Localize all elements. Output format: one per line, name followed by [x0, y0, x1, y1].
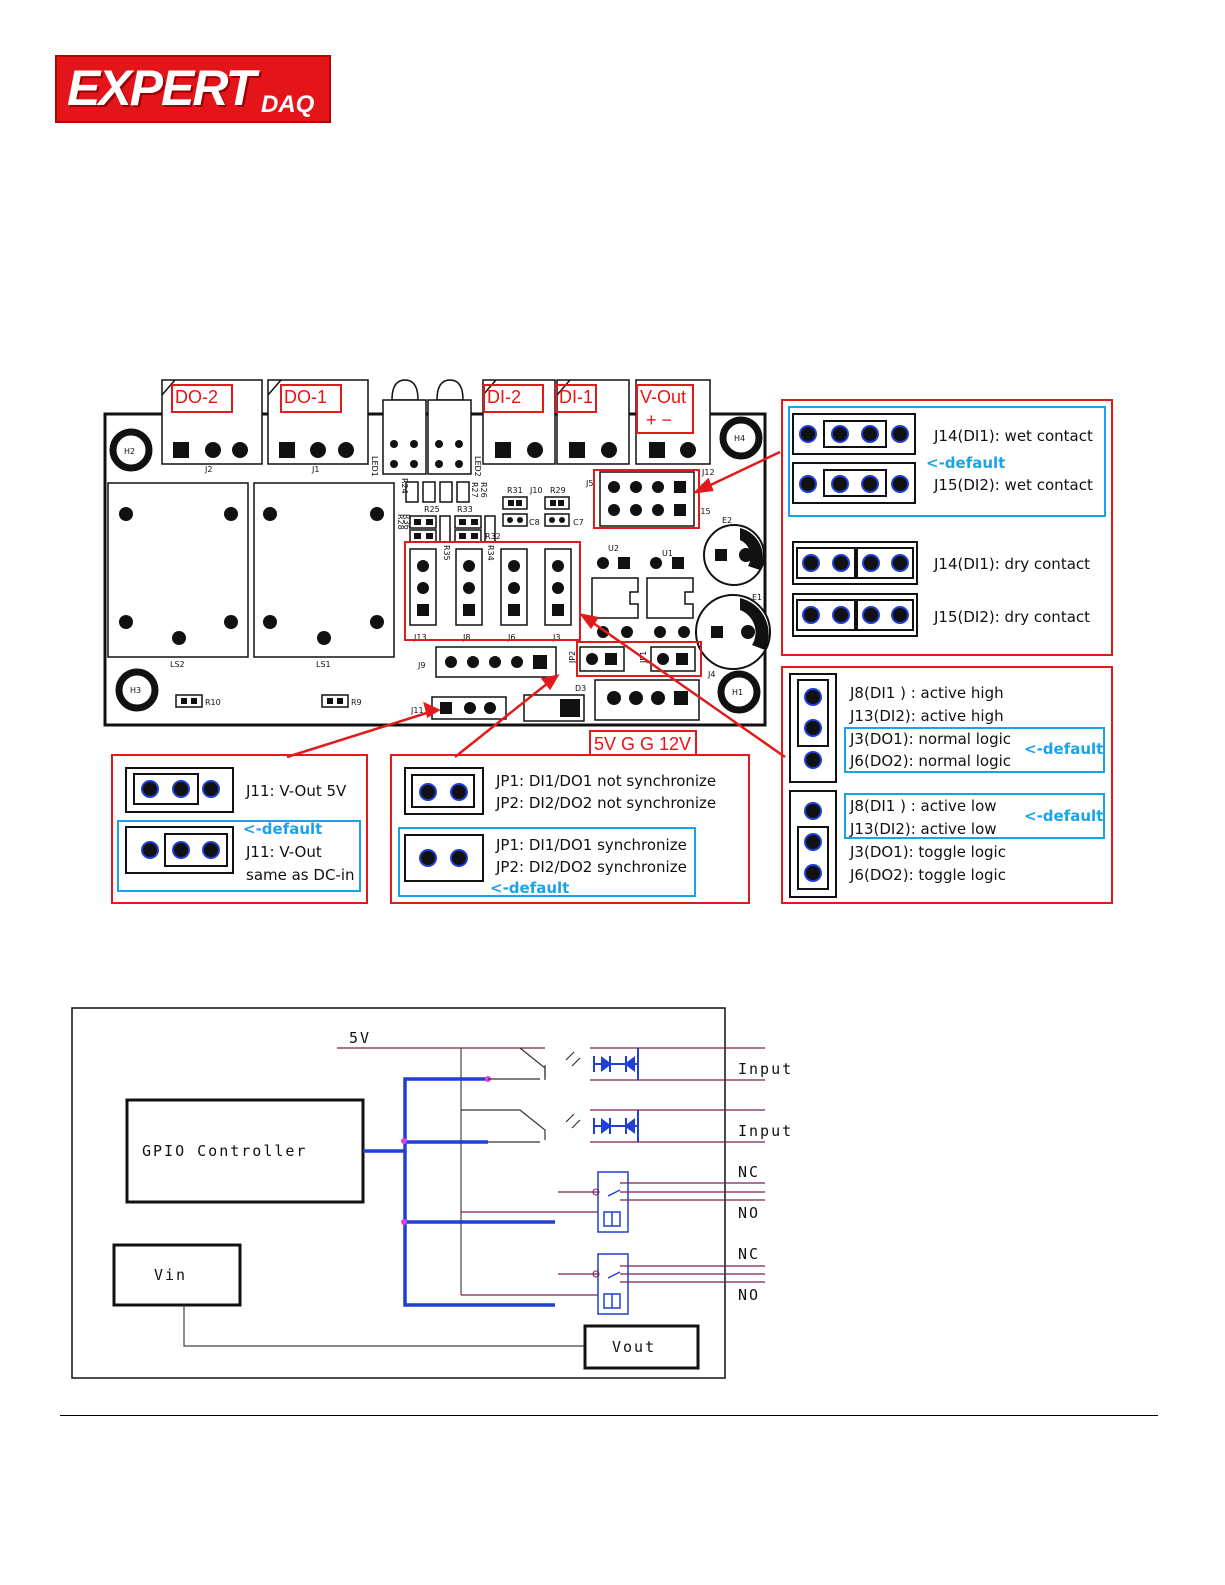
note-jp-default: <-default: [490, 879, 569, 897]
label-no-1: NO: [738, 1204, 760, 1222]
silk-j2: J2: [204, 465, 212, 474]
silk-led2: LED2: [473, 456, 482, 477]
silk-led1: LED1: [370, 456, 379, 477]
note-j15-wet: J15(DI2): wet contact: [933, 476, 1093, 494]
note-logic-low-2: J13(DI2): active low: [849, 820, 997, 838]
logo-main-text: EXPERT: [67, 60, 256, 116]
label-no-2: NO: [738, 1286, 760, 1304]
silk-r24: R24: [400, 478, 409, 494]
silk-ls2: LS2: [170, 660, 185, 669]
silk-j8: J8: [462, 633, 470, 642]
logo-sub-text: DAQ: [261, 91, 315, 118]
silk-u2: U2: [608, 544, 619, 553]
note-j11-dcin-2: same as DC-in: [246, 866, 355, 884]
silk-d3: D3: [575, 684, 586, 693]
note-logic-low-3: J3(DO1): toggle logic: [849, 843, 1006, 861]
note-jp2-nosync: JP2: DI2/DO2 not synchronize: [495, 794, 716, 812]
note-j11-dcin-1: J11: V-Out: [245, 843, 322, 861]
label-5v: 5V: [349, 1029, 371, 1047]
note-logic-low-1: J8(DI1 ) : active low: [849, 797, 997, 815]
label-input-1: Input: [738, 1060, 793, 1078]
note-logic-high-3: J3(DO1): normal logic: [849, 730, 1011, 748]
note-jp1-sync: JP1: DI1/DO1 synchronize: [495, 836, 687, 854]
note-j11-5v: J11: V-Out 5V: [245, 782, 347, 800]
silk-e2: E2: [722, 516, 732, 525]
note-logic-high-1: J8(DI1 ) : active high: [849, 684, 1004, 702]
silk-r10: R10: [205, 698, 221, 707]
note-wet-default: <-default: [926, 454, 1005, 472]
label-gpio-controller: GPIO Controller: [142, 1142, 307, 1160]
expert-daq-logo: EXPERT DAQ: [55, 55, 331, 123]
silk-j4: J4: [707, 670, 715, 679]
note-j14-wet: J14(DI1): wet contact: [933, 427, 1093, 445]
silk-j12: J12: [701, 468, 715, 477]
note-logic-high-4: J6(DO2): normal logic: [849, 752, 1011, 770]
silk-j9: J9: [417, 661, 425, 670]
silk-r32: R32: [485, 532, 501, 541]
silk-j11: J11: [410, 706, 424, 715]
silk-r27: R27: [470, 482, 479, 498]
note-j15-dry: J15(DI2): dry contact: [933, 608, 1090, 626]
callout-j11: J11: V-Out 5V <-default J11: V-Out same …: [111, 754, 368, 904]
note-j14-dry: J14(DI1): dry contact: [933, 555, 1090, 573]
label-input-2: Input: [738, 1122, 793, 1140]
note-logic-high-default: <-default: [1024, 740, 1103, 758]
label-di2: DI-2: [487, 387, 521, 407]
silk-u1: U1: [662, 549, 673, 558]
callout-jp: JP1: DI1/DO1 not synchronize JP2: DI2/DO…: [390, 754, 750, 904]
note-jp2-sync: JP2: DI2/DO2 synchronize: [495, 858, 687, 876]
label-vout-box: Vout: [612, 1338, 656, 1356]
silk-c7: C7: [573, 518, 584, 527]
label-nc-2: NC: [738, 1245, 760, 1263]
silk-j13: J13: [413, 633, 427, 642]
note-logic-low-default: <-default: [1024, 807, 1103, 825]
silk-r9: R9: [351, 698, 362, 707]
note-logic-high-2: J13(DI2): active high: [849, 707, 1004, 725]
silk-e1: E1: [752, 593, 762, 602]
silk-c8: C8: [529, 518, 540, 527]
note-jp1-nosync: JP1: DI1/DO1 not synchronize: [495, 772, 716, 790]
label-do1: DO-1: [284, 387, 327, 407]
silk-r36: R36: [402, 514, 411, 530]
silk-r29: R29: [550, 486, 566, 495]
silk-jp2: JP2: [568, 651, 577, 664]
silk-h3: H3: [130, 686, 141, 695]
silk-j6: J6: [507, 633, 515, 642]
footer-divider: [60, 1415, 1158, 1416]
label-power-terminal: 5V G G 12V: [594, 734, 691, 754]
note-j11-default: <-default: [243, 820, 322, 838]
silk-h2: H2: [124, 447, 135, 456]
silk-j10: J10: [529, 486, 543, 495]
label-do2: DO-2: [175, 387, 218, 407]
note-logic-low-4: J6(DO2): toggle logic: [849, 866, 1006, 884]
silk-r34: R34: [486, 545, 495, 561]
callout-arrows: [286, 450, 786, 759]
silk-r33: R33: [457, 505, 473, 514]
silk-j1: J1: [311, 465, 319, 474]
silk-h1: H1: [732, 688, 743, 697]
silk-j5: J5: [585, 479, 593, 488]
silk-ls1: LS1: [316, 660, 331, 669]
label-vin: Vin: [154, 1266, 187, 1284]
gpio-schematic: 5V GPIO Controller Input: [71, 1007, 793, 1379]
callout-contact-type: J14(DI1): wet contact <-default J15(DI2)…: [781, 399, 1113, 656]
silk-r28: R28: [396, 514, 405, 530]
silk-r25: R25: [424, 505, 440, 514]
pcb-board: H2 H4 H3 H1 J2 J1 LS2 LS1 R10 R9 J13 J8 …: [103, 379, 771, 756]
label-di1: DI-1: [559, 387, 593, 407]
silk-j15: J15: [697, 507, 711, 516]
silk-r26: R26: [479, 482, 488, 498]
silk-j3: J3: [552, 633, 560, 642]
silk-r35: R35: [442, 545, 451, 561]
label-nc-1: NC: [738, 1163, 760, 1181]
callout-logic: J8(DI1 ) : active high J13(DI2): active …: [781, 666, 1113, 904]
silk-h4: H4: [734, 434, 745, 443]
label-vout: V-Out: [640, 387, 686, 407]
silk-r31: R31: [507, 486, 523, 495]
label-vout-polarity: + −: [646, 410, 672, 430]
